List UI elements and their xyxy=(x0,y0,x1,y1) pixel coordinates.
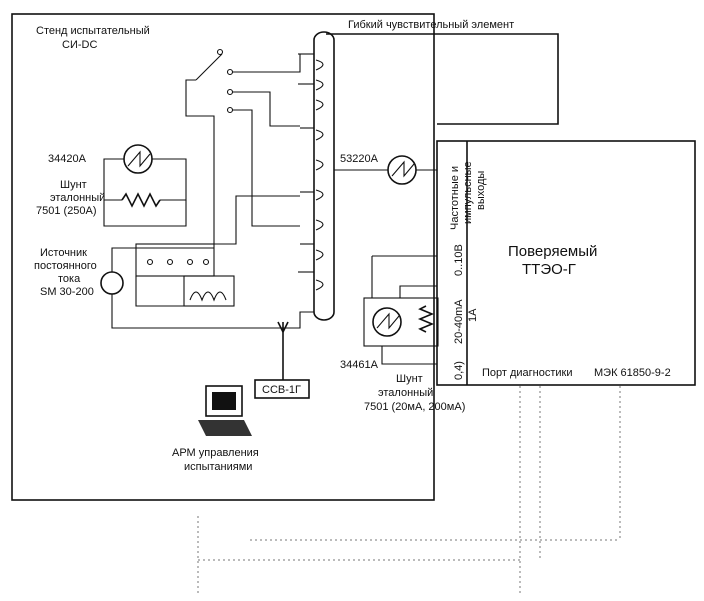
meter-34461a-label: 34461A xyxy=(340,359,379,371)
iec-label: МЭК 61850-9-2 xyxy=(594,367,671,379)
shunt-250a-symbol xyxy=(103,192,187,227)
flex-element-label: Гибкий чувствительный элемент xyxy=(348,19,514,31)
stand-title-line2: СИ-DC xyxy=(62,39,97,51)
svg-text:0,4): 0,4) xyxy=(453,361,465,380)
dut-title-line1: Поверяемый xyxy=(508,243,597,260)
dc-source-line4: SM 30-200 xyxy=(40,286,94,298)
shunt-top-line3: 7501 (250А) xyxy=(36,205,97,217)
flex-element-wire xyxy=(326,33,559,125)
dotted-lines xyxy=(197,386,621,596)
dc-source-line2: постоянного xyxy=(34,260,97,272)
svg-text:0..10В: 0..10В xyxy=(453,244,465,276)
shunt-bottom-line1: Шунт xyxy=(396,373,423,385)
svg-text:20-40mA: 20-40mA xyxy=(453,299,465,344)
diag-port-label: Порт диагностики xyxy=(482,367,573,379)
meter-34420a-label: 34420A xyxy=(48,153,87,165)
dc-source-circuit xyxy=(100,243,314,329)
dut-box xyxy=(436,140,696,386)
dc-source-line1: Источник xyxy=(40,247,87,259)
flex-coil xyxy=(313,31,335,321)
shunt-top-line2: эталонный xyxy=(50,192,105,204)
meter-34420a-symbol xyxy=(103,144,187,201)
computer-icon xyxy=(198,385,252,436)
svg-text:выходы: выходы xyxy=(475,171,487,210)
dut-title-line2: ТТЭО-Г xyxy=(522,261,576,278)
meter-53220a-label: 53220A xyxy=(340,153,379,165)
svg-text:импульсные: импульсные xyxy=(462,161,474,224)
ccb-label: ССВ-1Г xyxy=(262,384,301,396)
meter-53220a-symbol xyxy=(334,155,437,185)
svg-text:Частотные и: Частотные и xyxy=(449,166,461,230)
shunt-bottom-line2: эталонный xyxy=(378,387,433,399)
arm-label-line2: испытаниями xyxy=(184,461,252,473)
dut-terminal-labels: Частотные и импульсные выходы 0..10В 20-… xyxy=(449,161,487,380)
svg-text:1А: 1А xyxy=(467,308,479,322)
shunt-bottom-line3: 7501 (20мА, 200мА) xyxy=(364,401,465,413)
tap-wiring xyxy=(185,48,314,273)
antenna-ccb xyxy=(254,321,310,399)
meter-34461a-symbol xyxy=(363,255,439,365)
stand-title-line1: Стенд испытательный xyxy=(36,25,150,37)
arm-label-line1: АРМ управления xyxy=(172,447,259,459)
stand-frame xyxy=(11,13,435,501)
dc-source-line3: тока xyxy=(58,273,81,285)
shunt-top-line1: Шунт xyxy=(60,179,87,191)
